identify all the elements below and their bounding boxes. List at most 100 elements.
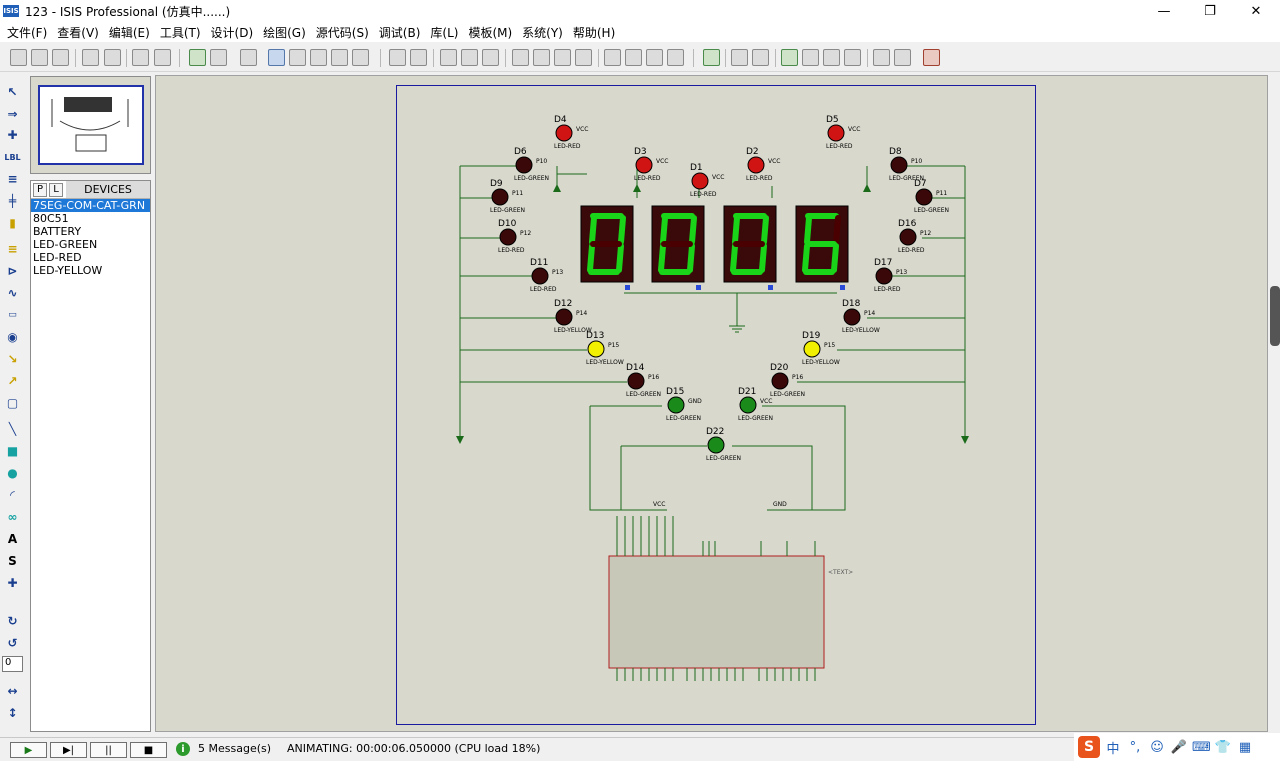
paste-icon[interactable] <box>482 49 499 66</box>
device-item[interactable]: LED-GREEN <box>33 238 98 251</box>
voltage-probe-icon[interactable]: ↘ <box>7 352 18 366</box>
redo-icon[interactable] <box>410 49 427 66</box>
rotate-clockwise-icon[interactable]: ↻ <box>7 614 18 628</box>
menu-debug[interactable]: 调试(B) <box>378 25 421 40</box>
menu-system[interactable]: 系统(Y) <box>522 25 563 40</box>
menu-edit[interactable]: 编辑(E) <box>108 25 150 40</box>
maximize-button[interactable]: ❐ <box>1204 3 1216 19</box>
library-manager-button[interactable]: L <box>49 182 63 197</box>
schematic-drawing[interactable]: D4LED-REDVCCD5LED-REDVCCD6LED-GREENP10D8… <box>397 86 1035 724</box>
menu-tools[interactable]: 工具(T) <box>159 25 201 40</box>
search-icon[interactable] <box>731 49 748 66</box>
component-tool-icon[interactable]: ⇒ <box>7 107 18 121</box>
overview-window[interactable] <box>30 76 151 174</box>
text-tool-icon[interactable]: A <box>7 532 18 546</box>
step-button[interactable]: ▶| <box>50 742 87 758</box>
menu-view[interactable]: 查看(V) <box>57 25 99 40</box>
open-folder-icon[interactable] <box>31 49 48 66</box>
line-tool-icon[interactable]: ╲ <box>8 422 17 436</box>
make-device-icon[interactable] <box>625 49 642 66</box>
message-count[interactable]: 5 Message(s) <box>198 742 272 755</box>
selection-tool-icon[interactable]: ↖ <box>7 85 18 99</box>
import-icon[interactable] <box>82 49 99 66</box>
zoom-area-icon[interactable] <box>352 49 369 66</box>
ime-chinese-icon[interactable]: 中 <box>1106 741 1120 757</box>
ime-punctuation-icon[interactable]: °, <box>1129 739 1141 755</box>
cut-icon[interactable] <box>440 49 457 66</box>
ime-emoji-icon[interactable]: ☺ <box>1150 739 1164 755</box>
decompose-icon[interactable] <box>667 49 684 66</box>
device-item[interactable]: 80C51 <box>33 212 69 225</box>
circle-tool-icon[interactable]: ● <box>7 466 18 480</box>
pin-tool-icon[interactable]: ⊳ <box>7 264 18 278</box>
zoom-in-icon[interactable] <box>289 49 306 66</box>
menu-template[interactable]: 模板(M) <box>468 25 513 40</box>
print-icon[interactable] <box>132 49 149 66</box>
menu-library[interactable]: 库(L) <box>430 25 459 40</box>
device-item[interactable]: 7SEG-COM-CAT-GRN <box>31 199 150 212</box>
grid-icon[interactable] <box>210 49 227 66</box>
menu-source[interactable]: 源代码(S) <box>315 25 369 40</box>
block-copy-icon[interactable] <box>512 49 529 66</box>
play-button[interactable]: ▶ <box>10 742 47 758</box>
bill-of-materials-icon[interactable] <box>844 49 861 66</box>
close-button[interactable]: ✕ <box>1250 3 1262 19</box>
generator-tool-icon[interactable]: ◉ <box>7 330 18 344</box>
origin-icon[interactable] <box>240 49 257 66</box>
print-area-icon[interactable] <box>154 49 171 66</box>
rotation-angle-input[interactable]: 0 <box>2 656 23 672</box>
packaging-icon[interactable] <box>646 49 663 66</box>
virtual-instrument-icon[interactable]: ▢ <box>6 396 19 410</box>
ares-icon[interactable] <box>923 49 940 66</box>
save-icon[interactable] <box>52 49 69 66</box>
device-item[interactable]: LED-YELLOW <box>33 264 103 277</box>
block-delete-icon[interactable] <box>575 49 592 66</box>
menu-file[interactable]: 文件(F) <box>7 25 48 40</box>
exit-to-parent-icon[interactable] <box>823 49 840 66</box>
ime-skin-icon[interactable]: 👕 <box>1214 739 1232 755</box>
copy-icon[interactable] <box>461 49 478 66</box>
label-tool-icon[interactable]: LBL <box>4 152 21 162</box>
remove-sheet-icon[interactable] <box>802 49 819 66</box>
zoom-out-icon[interactable] <box>310 49 327 66</box>
vertical-scroll-handle[interactable] <box>1270 286 1280 346</box>
menu-graph[interactable]: 绘图(G) <box>263 25 306 40</box>
electrical-check-icon[interactable] <box>873 49 890 66</box>
flip-vertical-icon[interactable]: ↕ <box>7 706 18 720</box>
overview-viewport[interactable] <box>38 85 144 165</box>
pan-icon[interactable] <box>268 49 285 66</box>
text-script-tool-icon[interactable]: ≡ <box>7 172 18 186</box>
property-tool-icon[interactable] <box>752 49 769 66</box>
menu-design[interactable]: 设计(D) <box>210 25 254 40</box>
stop-button[interactable]: ■ <box>130 742 167 758</box>
block-move-icon[interactable] <box>533 49 550 66</box>
box-tool-icon[interactable]: ■ <box>6 444 19 458</box>
graph-tool-icon[interactable]: ∿ <box>7 286 18 300</box>
pause-button[interactable]: || <box>90 742 127 758</box>
rotate-anticlockwise-icon[interactable]: ↺ <box>7 636 18 650</box>
tape-tool-icon[interactable]: ▭ <box>8 310 17 320</box>
ime-voice-icon[interactable]: 🎤 <box>1170 739 1188 755</box>
minimize-button[interactable]: — <box>1157 3 1171 19</box>
device-item[interactable]: LED-RED <box>33 251 82 264</box>
pick-devices-button[interactable]: P <box>33 182 47 197</box>
junction-tool-icon[interactable]: ✚ <box>7 128 18 142</box>
new-sheet-icon[interactable] <box>781 49 798 66</box>
netlist-icon[interactable] <box>894 49 911 66</box>
arc-tool-icon[interactable]: ◜ <box>10 488 15 502</box>
device-item[interactable]: BATTERY <box>33 225 82 238</box>
export-icon[interactable] <box>104 49 121 66</box>
ime-keyboard-icon[interactable]: ⌨ <box>1192 739 1211 755</box>
path-tool-icon[interactable]: ∞ <box>7 510 18 524</box>
flip-horizontal-icon[interactable]: ↔ <box>7 684 18 698</box>
info-icon[interactable]: i <box>176 742 190 756</box>
marker-tool-icon[interactable]: ✚ <box>7 576 18 590</box>
pick-device-icon[interactable] <box>604 49 621 66</box>
block-rotate-icon[interactable] <box>554 49 571 66</box>
wire-autoroute-icon[interactable] <box>703 49 720 66</box>
subcircuit-tool-icon[interactable]: ▮ <box>9 216 16 230</box>
zoom-all-icon[interactable] <box>331 49 348 66</box>
symbol-tool-icon[interactable]: S <box>8 554 17 568</box>
terminal-tool-icon[interactable]: ≡ <box>7 242 18 256</box>
